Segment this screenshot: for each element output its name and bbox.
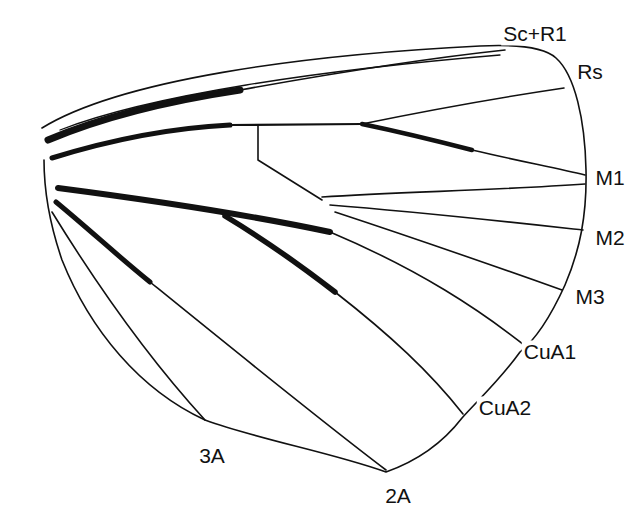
vein-m2-lower — [330, 205, 583, 230]
vein-cua2-base — [225, 216, 335, 292]
vein-cell-upper — [230, 124, 362, 125]
vein-m2 — [322, 184, 585, 197]
vein-label: Rs — [575, 60, 605, 83]
vein-cua1 — [330, 232, 528, 348]
wing-outline — [42, 46, 586, 473]
vein-3a — [52, 212, 205, 420]
vein-2a — [150, 282, 386, 470]
vein-cubitus — [58, 188, 330, 232]
vein-label: M1 — [593, 166, 626, 189]
vein-sc-r1 — [240, 50, 505, 90]
vein-label: CuA2 — [477, 396, 534, 419]
vein-label: CuA1 — [522, 340, 579, 363]
costal-line — [60, 55, 500, 130]
vein-m1-base — [362, 124, 472, 150]
crossvein — [258, 125, 322, 200]
vein-label: 3A — [197, 444, 227, 467]
vein-label: M2 — [593, 226, 626, 249]
vein-radius-base — [52, 125, 230, 158]
vein-label: M3 — [573, 285, 606, 308]
vein-label: Sc+R1 — [501, 22, 569, 45]
vein-m3 — [335, 212, 562, 290]
vein-label: 2A — [383, 484, 413, 507]
vein-rs — [362, 88, 564, 124]
vein-m1 — [472, 150, 585, 175]
vein-cua2 — [335, 292, 463, 414]
vein-sc-r1-base — [48, 90, 240, 140]
